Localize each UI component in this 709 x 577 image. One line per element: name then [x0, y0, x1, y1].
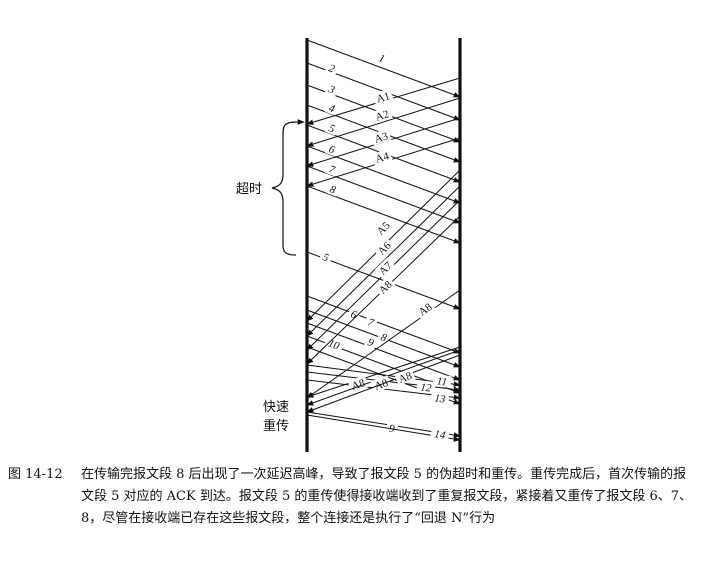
ack-arrow-label-bg [370, 128, 392, 146]
ack-arrow-label-bg [394, 368, 416, 386]
segment-arrow-label-bg [318, 249, 334, 265]
ack-arrow-label-bg [371, 106, 393, 124]
segment-arrow-label-bg [323, 335, 345, 353]
fast-retransmit-label-line1: 快速 [263, 399, 289, 414]
segment-arrow-label: 1 [377, 52, 386, 65]
ack-arrow-label: A8 [373, 377, 390, 393]
ack-arrow [306, 97, 461, 147]
ack-arrow [306, 185, 461, 337]
segment-arrow-label-bg [324, 161, 340, 177]
segment-arrow-label: 4 [327, 102, 337, 115]
ack-arrow-label-bg [374, 257, 396, 279]
segment-arrow-label-bg [324, 81, 340, 97]
segment-arrow-label: 2 [327, 62, 337, 75]
segment-arrow-label: 14 [433, 428, 446, 442]
ack-arrow-label: A4 [374, 150, 391, 166]
segment-arrow-label: 9 [366, 336, 376, 349]
segment-arrow-label-bg [374, 50, 390, 66]
segment-arrow-label-bg [346, 306, 362, 322]
segment-arrow-label-bg [385, 421, 399, 435]
segment-arrow-label-bg [363, 314, 379, 330]
segment-arrow-label: 11 [436, 375, 448, 388]
segment-arrow-label: 6 [327, 143, 337, 156]
sequence-diagram: 123456785678910111213914A1A2A3A4A5A6A7A8… [236, 38, 462, 452]
segment-arrow-label: 7 [366, 316, 376, 329]
ack-arrow-label-bg [371, 148, 393, 166]
segment-arrow-label-bg [363, 334, 379, 350]
timeout-brace [271, 121, 297, 256]
figure-caption: 在传输完报文段 8 后出现了一次延迟高峰，导致了报文段 5 的伪超时和重传。重传… [81, 467, 693, 526]
segment-arrow-label-bg [430, 426, 450, 442]
figure-number: 图 14-12 [8, 467, 63, 482]
segment-arrow-label-bg [324, 100, 340, 116]
segment-arrow-label: 13 [434, 392, 447, 405]
segment-arrow [306, 39, 461, 98]
segment-arrow-label-bg [432, 373, 452, 389]
ack-arrow-label-bg [374, 276, 396, 298]
segment-arrow-label-bg [430, 390, 450, 406]
ack-arrow [306, 346, 461, 398]
segment-arrow-label: 5 [327, 122, 337, 135]
ack-arrow-label-bg [372, 88, 394, 106]
segment-arrow-label-bg [416, 379, 436, 395]
timeout-label: 超时 [236, 181, 262, 196]
segment-arrow-label-bg [324, 141, 340, 157]
ack-arrow-label-bg [372, 217, 394, 239]
ack-arrow-label: A1 [375, 90, 391, 105]
segment-arrow-label-bg [325, 181, 341, 197]
segment-arrow-label-bg [324, 120, 340, 136]
segment-arrow [306, 322, 461, 381]
segment-arrow-label: 8 [328, 183, 338, 196]
segment-arrow-label-bg [324, 60, 340, 76]
ack-arrow [306, 354, 461, 413]
segment-arrow-label: 3 [326, 83, 337, 97]
ack-arrow-label: A2 [374, 108, 390, 123]
segment-arrow-label: 12 [420, 381, 433, 394]
segment-arrow [306, 295, 461, 354]
segment-arrow [306, 185, 461, 244]
ack-arrow-label: A3 [373, 130, 390, 146]
segment-arrow-label: 5 [321, 251, 331, 264]
segment-arrow-label: 7 [327, 163, 337, 176]
ack-arrow-label: A8 [397, 370, 414, 386]
fast-retransmit-label-line2: 重传 [263, 418, 289, 433]
ack-arrow-label: A8 [350, 377, 367, 393]
ack-arrow-label-bg [414, 298, 436, 320]
ack-arrow-label-bg [373, 237, 395, 259]
segment-arrow-label: 6 [349, 308, 359, 321]
segment-arrow-label: 8 [379, 331, 389, 344]
